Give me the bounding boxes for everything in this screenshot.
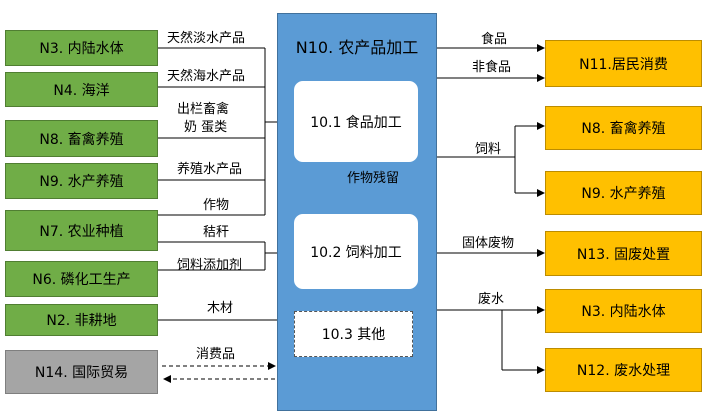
flow-label-livestock-1: 出栏畜禽 — [177, 102, 230, 117]
target-n11-household-consumption: N11.居民消费 — [545, 40, 702, 87]
target-n13-solid-waste: N13. 固废处置 — [545, 231, 702, 276]
target-n12-wastewater-treatment: N12. 废水处理 — [545, 348, 702, 392]
flow-label-nonfood: 非食品 — [472, 60, 512, 75]
target-n8-livestock: N8. 畜禽养殖 — [545, 106, 702, 150]
source-n2-label: N2. 非耕地 — [46, 313, 117, 329]
feed-processing-box: 10.2 饲料加工 — [294, 214, 418, 289]
flow-label-crops: 作物 — [203, 198, 230, 213]
food-processing-label: 10.1 食品加工 — [310, 114, 402, 131]
source-n9-aquaculture: N9. 水产养殖 — [5, 163, 158, 199]
source-n8-livestock: N8. 畜禽养殖 — [5, 120, 158, 157]
n10-title: N10. 农产品加工 — [295, 38, 419, 57]
flow-label-food: 食品 — [481, 32, 508, 47]
target-n12-label: N12. 废水处理 — [576, 363, 671, 379]
flow-label-crop-residue: 作物残留 — [347, 171, 400, 186]
flow-label-wood: 木材 — [207, 301, 234, 316]
flow-label-straw: 秸秆 — [203, 225, 230, 240]
target-n3-label: N3. 内陆水体 — [581, 304, 666, 320]
source-n6-label: N6. 磷化工生产 — [32, 272, 131, 288]
flow-label-sea: 天然海水产品 — [167, 69, 246, 84]
flow-label-additive: 饲料添加剂 — [177, 258, 243, 273]
target-n9-aquaculture: N9. 水产养殖 — [545, 171, 702, 215]
flow-label-fresh-water: 天然淡水产品 — [167, 31, 246, 46]
flow-label-aquaculture: 养殖水产品 — [177, 162, 243, 177]
other-processing-box: 10.3 其他 — [294, 311, 413, 357]
source-n3-inland-water: N3. 内陆水体 — [5, 30, 158, 66]
source-n8-label: N8. 畜禽养殖 — [39, 131, 124, 148]
flow-label-feed: 饲料 — [475, 142, 502, 157]
source-n7-label: N7. 农业种植 — [39, 223, 124, 240]
source-n9-label: N9. 水产养殖 — [39, 174, 124, 190]
source-n4-ocean: N4. 海洋 — [5, 72, 158, 107]
target-n8-label: N8. 畜禽养殖 — [581, 121, 666, 137]
source-n2-non-arable-land: N2. 非耕地 — [5, 304, 158, 336]
other-processing-label: 10.3 其他 — [321, 327, 386, 343]
feed-processing-label: 10.2 饲料加工 — [310, 244, 402, 261]
source-n7-crop-planting: N7. 农业种植 — [5, 210, 158, 251]
target-n11-label: N11.居民消费 — [579, 56, 668, 73]
flow-label-consumer-goods: 消费品 — [196, 347, 236, 362]
target-n9-label: N9. 水产养殖 — [581, 186, 666, 202]
flow-label-wastewater: 废水 — [478, 292, 505, 307]
source-n14-international-trade: N14. 国际贸易 — [5, 350, 158, 394]
target-n3-inland-water: N3. 内陆水体 — [545, 289, 702, 333]
flow-label-solid-waste: 固体废物 — [462, 236, 515, 251]
flow-label-livestock-2: 奶 蛋类 — [184, 120, 228, 135]
source-n3-label: N3. 内陆水体 — [39, 41, 124, 57]
source-n14-label: N14. 国际贸易 — [34, 365, 129, 381]
food-processing-box: 10.1 食品加工 — [294, 81, 418, 162]
source-n4-label: N4. 海洋 — [53, 82, 110, 99]
target-n13-label: N13. 固废处置 — [576, 246, 671, 263]
source-n6-phosphorus-chemical: N6. 磷化工生产 — [5, 261, 158, 297]
